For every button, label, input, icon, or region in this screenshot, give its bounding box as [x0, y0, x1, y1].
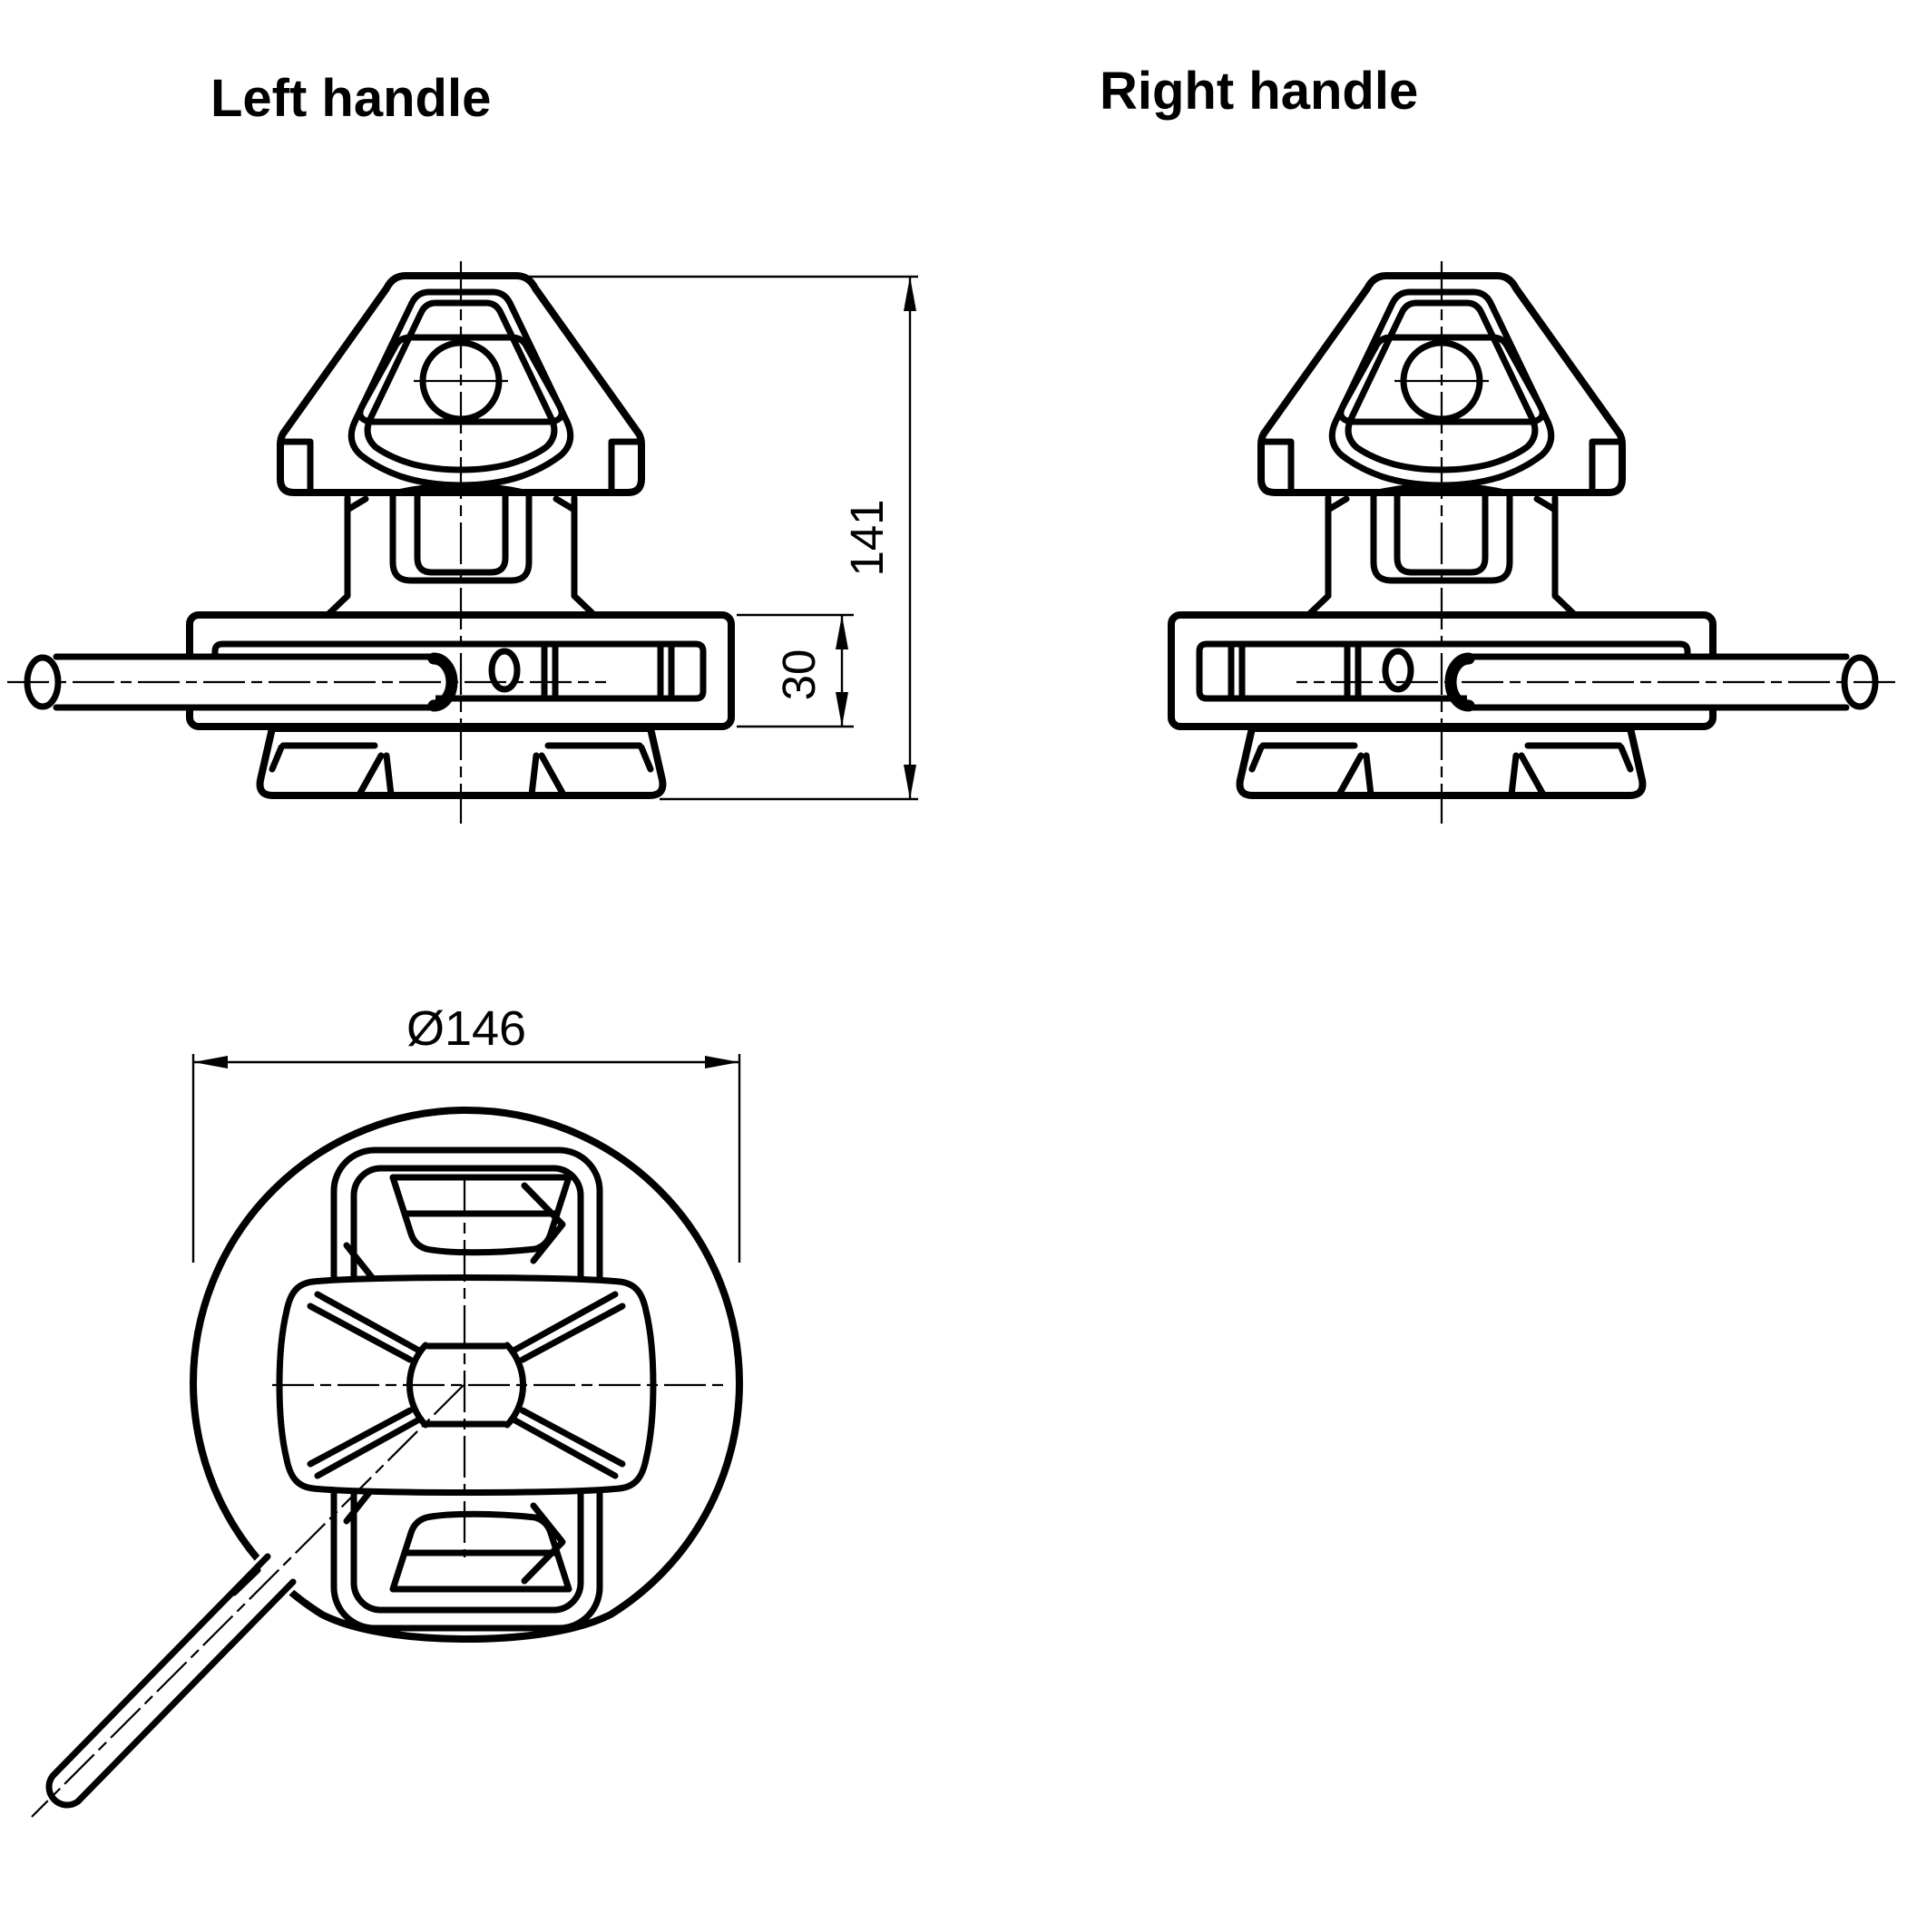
head-window	[357, 334, 565, 425]
rail-slot-dividers	[541, 640, 675, 702]
cam-barrel	[276, 1274, 657, 1496]
cone-flank-upper-right	[510, 1291, 626, 1363]
base	[256, 725, 667, 799]
dim-rail-thickness: 30	[773, 649, 825, 701]
dim-plate-diameter: Ø146	[406, 1001, 526, 1056]
diameter-extension-lines	[191, 1054, 741, 1263]
front-view-dimensions: 141 30	[522, 275, 918, 801]
rail-arrow-top	[836, 615, 848, 649]
title-right-handle: Right handle	[1100, 62, 1418, 121]
bottom-centerlines	[31, 1175, 726, 1818]
base-foot-left	[269, 742, 395, 798]
handle-rod-bottom	[43, 1552, 298, 1811]
handle-rod-bottom-tip	[45, 1772, 82, 1809]
head-outline	[277, 272, 645, 496]
rail-extension-lines	[737, 613, 854, 728]
cone-tip-chords	[425, 1342, 508, 1428]
title-left-handle: Left handle	[210, 69, 491, 128]
front-view-left-handle	[7, 261, 735, 824]
neck-sides	[325, 494, 597, 618]
neck-bevels	[344, 495, 578, 513]
handle-rod-highlight	[230, 1566, 261, 1596]
height-arrow-top	[904, 277, 916, 311]
dim-overall-height: 141	[841, 499, 893, 576]
top-cup	[343, 1174, 572, 1284]
rail-slot-right-wall	[685, 640, 707, 702]
bottom-cup	[343, 1482, 572, 1593]
head-skirt-steps	[277, 438, 645, 496]
diameter-arrow-left	[193, 1056, 228, 1068]
height-extension-lines	[522, 275, 918, 801]
bottom-cup-notch	[521, 1502, 566, 1585]
rail-arrow-bottom	[836, 692, 848, 727]
handle-rod-edges	[53, 653, 439, 711]
height-arrow-bottom	[904, 765, 916, 799]
diameter-dimension: Ø146	[191, 1001, 741, 1263]
front-centerlines	[7, 261, 606, 824]
plate-outline	[190, 1107, 743, 1643]
diameter-arrow-right	[705, 1056, 739, 1068]
base-foot-right	[528, 742, 654, 798]
cone-flank-lower-left	[307, 1407, 423, 1479]
bottom-view: Ø146	[31, 1001, 743, 1818]
cone-flank-lower-right	[510, 1407, 626, 1479]
rail-pin-hole	[488, 648, 521, 693]
top-cup-notch	[521, 1182, 566, 1264]
bottom-handle-axis	[31, 1384, 465, 1818]
front-view-right-handle	[1171, 261, 1895, 824]
top-cup-cut	[343, 1242, 378, 1284]
handle-rod-bottom-mask	[43, 1552, 298, 1811]
cone-flank-upper-left	[307, 1291, 423, 1363]
base-outline	[256, 725, 667, 799]
